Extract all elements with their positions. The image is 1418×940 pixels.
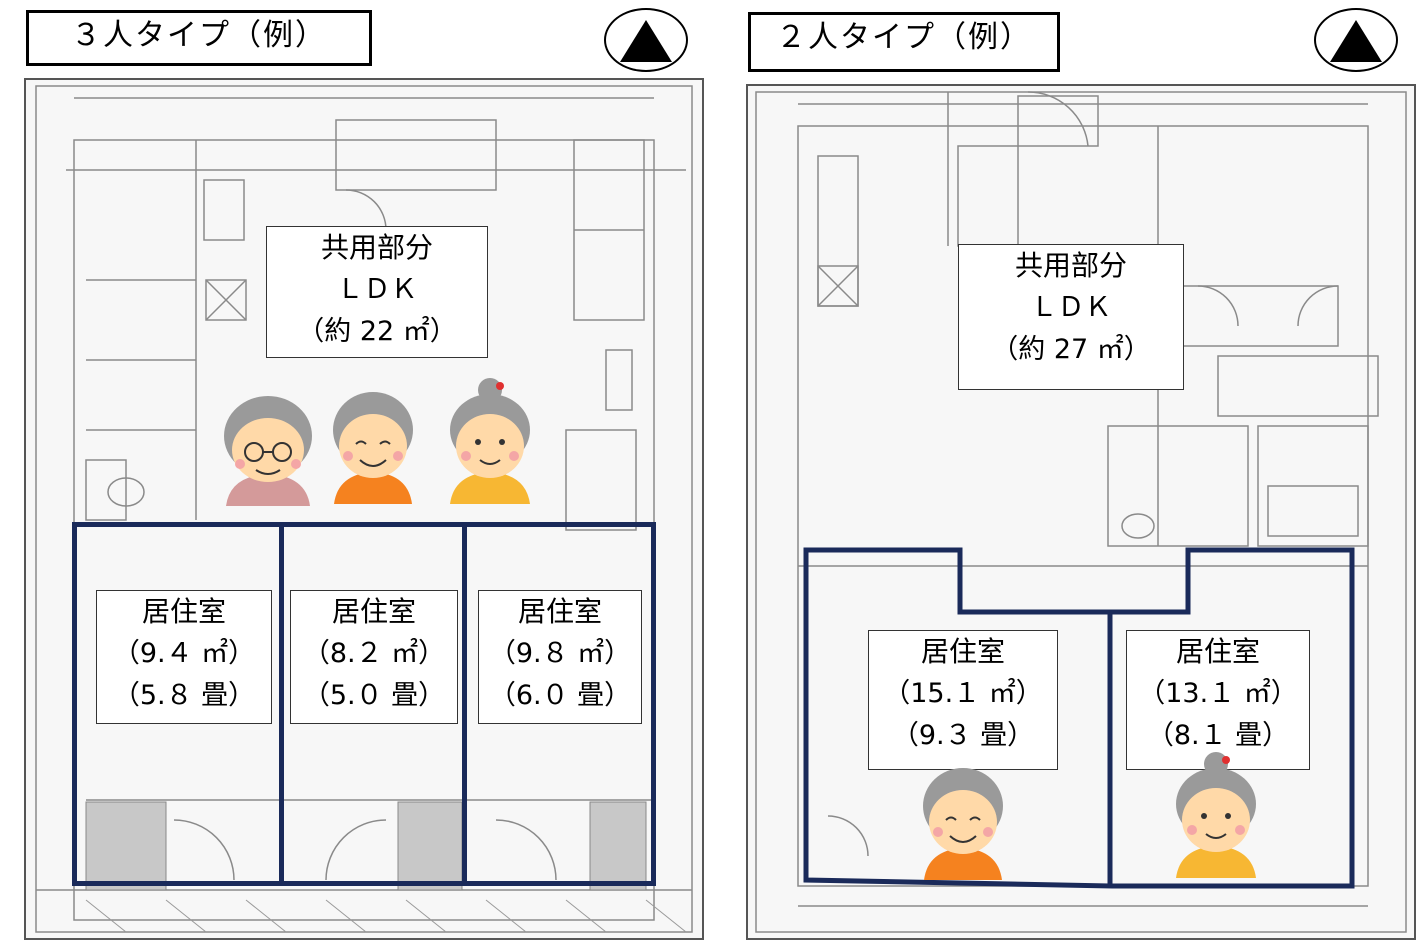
room-outline [803, 547, 1355, 889]
room-tatami: （8.１ 畳） [1146, 720, 1290, 751]
common-area-name: 共用部分 [1014, 249, 1127, 282]
room-tatami: （5.８ 畳） [112, 680, 256, 711]
common-area-label: 共用部分 ＬＤＫ （約 22 ㎡） [266, 226, 488, 358]
room-name: 居住室 [141, 595, 226, 628]
common-area-size: （約 22 ㎡） [297, 316, 457, 347]
room-outline-3 [462, 522, 656, 886]
north-arrow-icon [604, 8, 688, 72]
room-area: （13.１ ㎡） [1138, 678, 1298, 709]
panel-title: ３人タイプ（例） [26, 10, 372, 66]
room-name: 居住室 [920, 635, 1005, 668]
common-area-label: 共用部分 ＬＤＫ （約 27 ㎡） [958, 244, 1184, 390]
room-tatami: （9.３ 畳） [891, 720, 1035, 751]
two-person-panel: ２人タイプ（例） [740, 0, 1418, 940]
room-area: （9.４ ㎡） [112, 638, 256, 669]
room-label-2: 居住室 （8.２ ㎡） （5.０ 畳） [290, 590, 458, 724]
panel-title: ２人タイプ（例） [748, 12, 1060, 72]
room-tatami: （5.０ 畳） [302, 680, 446, 711]
room-name: 居住室 [331, 595, 416, 628]
woman-glasses-icon [224, 396, 312, 506]
three-person-panel: ３人タイプ（例） [0, 0, 710, 940]
room-label-2: 居住室 （13.１ ㎡） （8.１ 畳） [1126, 630, 1310, 770]
room-area: （8.２ ㎡） [302, 638, 446, 669]
common-area-type: ＬＤＫ [336, 274, 418, 305]
common-area-type: ＬＤＫ [1030, 292, 1112, 323]
room-name: 居住室 [1175, 635, 1260, 668]
woman-smiling-icon [333, 392, 413, 504]
room-label-1: 居住室 （15.１ ㎡） （9.３ 畳） [868, 630, 1058, 770]
room-area: （9.８ ㎡） [488, 638, 632, 669]
common-area-name: 共用部分 [320, 231, 433, 264]
floor-plan [746, 84, 1416, 940]
room-tatami: （6.０ 畳） [488, 680, 632, 711]
room-area: （15.１ ㎡） [883, 678, 1043, 709]
room-label-1: 居住室 （9.４ ㎡） （5.８ 畳） [96, 590, 272, 724]
common-area-size: （約 27 ㎡） [991, 334, 1151, 365]
woman-bun-icon [450, 378, 530, 504]
woman-smiling-icon [923, 768, 1003, 880]
floor-plan [24, 78, 704, 940]
woman-bun-icon [1176, 752, 1256, 878]
room-label-3: 居住室 （9.８ ㎡） （6.０ 畳） [478, 590, 642, 724]
room-name: 居住室 [517, 595, 602, 628]
north-arrow-icon [1314, 8, 1398, 72]
floor-plan-drawing [35, 85, 693, 933]
